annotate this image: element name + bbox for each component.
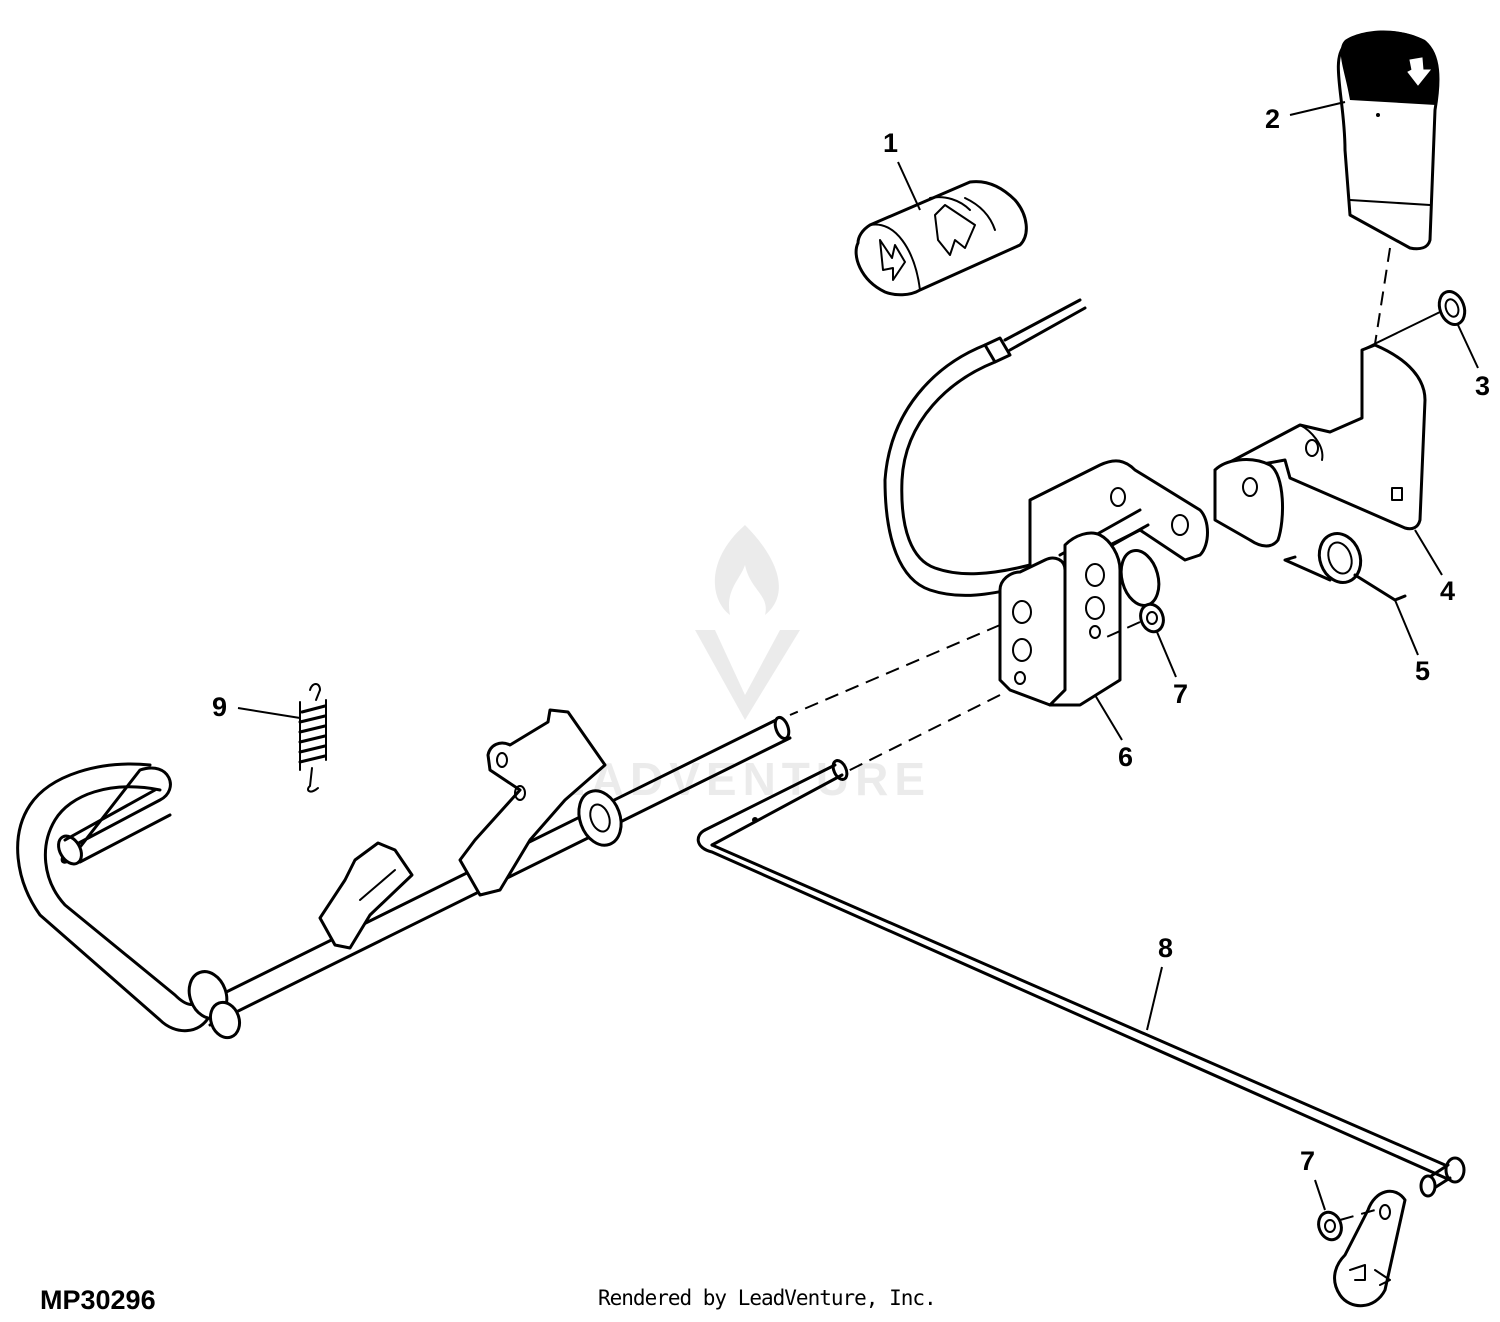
figure-code: MP30296 bbox=[40, 1285, 156, 1315]
callout-7-lower: 7 bbox=[1300, 1146, 1326, 1211]
callout-label: 9 bbox=[212, 692, 227, 722]
pivot-bracket-part-6 bbox=[998, 459, 1209, 707]
side-plate bbox=[1213, 458, 1285, 548]
lever-handle-part-2 bbox=[1336, 30, 1440, 251]
washer-part-3 bbox=[1437, 290, 1467, 326]
callout-label: 7 bbox=[1173, 679, 1188, 709]
control-cable bbox=[883, 298, 1087, 597]
bracket-part-4 bbox=[1213, 343, 1427, 531]
main-shaft-assembly bbox=[16, 708, 792, 1040]
knob-cover-part-1 bbox=[854, 180, 1028, 297]
callout-6: 6 bbox=[1094, 694, 1133, 772]
callout-2: 2 bbox=[1265, 101, 1346, 134]
callout-label: 7 bbox=[1300, 1146, 1315, 1176]
callout-label: 6 bbox=[1118, 742, 1133, 772]
callout-5: 5 bbox=[1394, 599, 1430, 686]
callout-4: 4 bbox=[1414, 529, 1455, 606]
callout-label: 4 bbox=[1440, 576, 1455, 606]
torsion-spring-part-5 bbox=[1283, 532, 1407, 602]
rod-part-8 bbox=[696, 759, 1466, 1308]
callout-label: 5 bbox=[1415, 656, 1430, 686]
render-credit: Rendered by LeadVenture, Inc. bbox=[598, 1286, 937, 1310]
callout-9: 9 bbox=[212, 692, 301, 722]
callout-label: 8 bbox=[1158, 933, 1173, 963]
callout-8: 8 bbox=[1146, 933, 1173, 1031]
callout-3: 3 bbox=[1457, 324, 1490, 401]
callout-label: 3 bbox=[1475, 371, 1490, 401]
callout-label: 2 bbox=[1265, 104, 1280, 134]
nut-part-7-upper bbox=[1139, 602, 1165, 634]
extension-spring-part-9 bbox=[298, 683, 327, 793]
callout-label: 1 bbox=[883, 128, 898, 158]
callout-7-upper: 7 bbox=[1156, 631, 1188, 709]
callout-1: 1 bbox=[883, 128, 921, 211]
nut-part-7-lower bbox=[1317, 1209, 1376, 1242]
